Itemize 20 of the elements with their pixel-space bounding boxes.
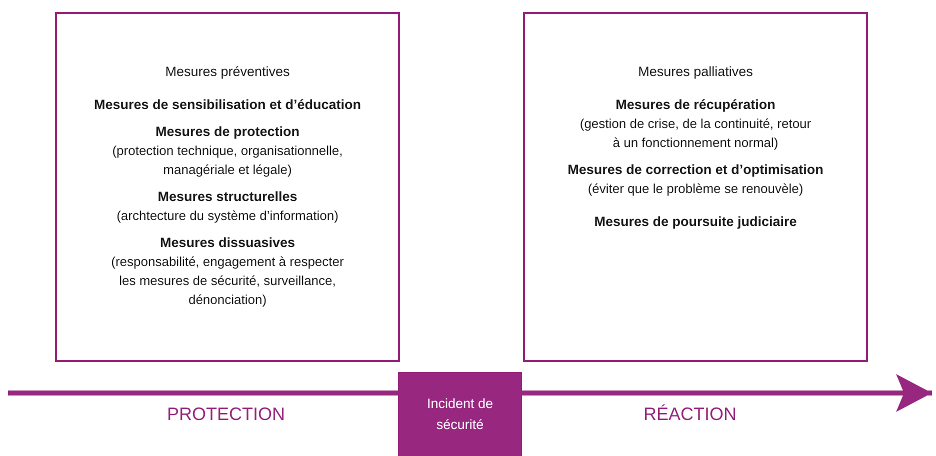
measure-description: (protection technique, organisationnelle, managériale et légale) [111,142,344,179]
timeline-arrow [522,374,932,412]
measure-title: Mesures de sensibilisation et d’éducation [92,96,362,114]
measure-description: (archtecture du système d’information) [116,207,340,225]
measure-title: Mesures structurelles [156,188,298,206]
measure-description: (éviter que le problème se renouvèle) [586,180,804,198]
measure-description: (gestion de crise, de la continuité, retour à un fonctionnement normal) [578,115,812,152]
phase-label: PROTECTION [167,404,285,425]
section-heading: Mesures palliatives [637,63,754,81]
incident-box: Incident de sécurité [398,372,522,456]
measure-description: (responsabilité, engagement à respecter les mesures de sécurité, surveillance, dénonciation) [110,253,345,309]
measure-title: Mesures de poursuite judiciaire [593,213,798,231]
measure-title: Mesures de protection [154,123,301,141]
measure-title: Mesures dissuasives [158,234,296,252]
measure-title: Mesures de correction et d’optimisation [566,161,824,179]
section-heading: Mesures préventives [164,63,291,81]
measures-panel [523,12,868,362]
measure-title: Mesures de récupération [614,96,776,114]
measures-panel [55,12,400,362]
phase-label: RÉACTION [644,404,736,425]
